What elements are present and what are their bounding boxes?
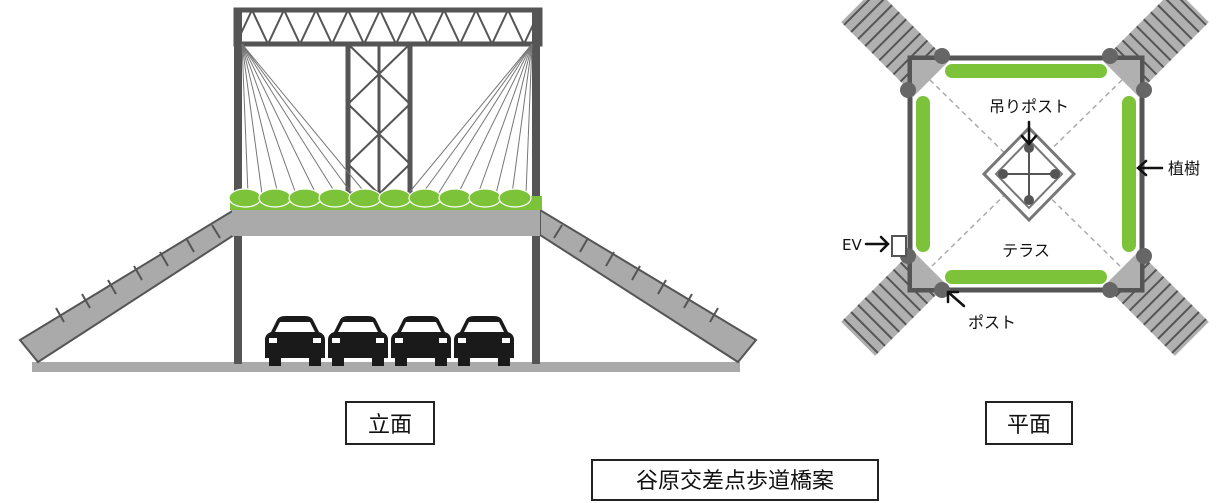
central-mast (345, 41, 413, 197)
hanging-post-diamond (981, 125, 1077, 223)
car-icon (328, 316, 388, 366)
car-icon (454, 316, 514, 366)
right-ramp (539, 208, 758, 364)
annotation-arrows (864, 120, 1164, 308)
elevation-label: 立面 (368, 413, 412, 438)
car-icon (391, 316, 451, 366)
suspension-cables-left (241, 43, 367, 195)
post-label: ポスト (968, 313, 1016, 332)
plan-posts (900, 48, 1152, 298)
deck-planting (228, 188, 542, 210)
ev-label: EV (842, 236, 862, 254)
top-truss (233, 7, 543, 47)
terrace-label: テラス (1002, 241, 1050, 260)
left-ramp (18, 208, 235, 364)
ev-box (891, 235, 907, 257)
hanging-post-label: 吊りポスト (989, 97, 1069, 116)
left-column (234, 8, 242, 364)
planting-label: 植樹 (1168, 159, 1200, 178)
suspension-cables-right (407, 43, 533, 195)
plan-label: 平面 (1007, 413, 1051, 438)
plan-planting-strips (916, 64, 1136, 284)
elevation-view: 立面 (18, 7, 758, 445)
car-icon (265, 316, 325, 366)
plan-view: 吊りポスト 植樹 EV テラス ポスト 平面 (841, 0, 1209, 445)
bridge-deck (232, 206, 540, 236)
right-column (532, 8, 540, 364)
ground-line (32, 362, 740, 372)
diagram-title: 谷原交差点歩道橋案 (636, 469, 834, 494)
